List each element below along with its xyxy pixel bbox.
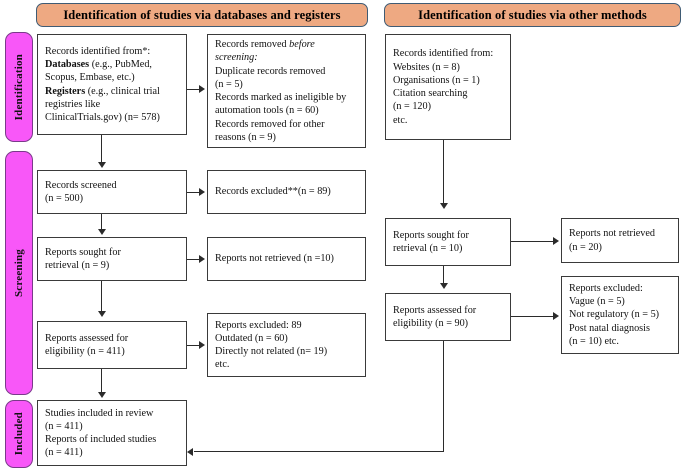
- box-reports-not-retrieved-right: Reports not retrieved(n = 20): [561, 218, 679, 263]
- box-records-excluded: Records excluded**(n = 89): [207, 170, 366, 214]
- arrowhead-identified-to-screened: [98, 162, 106, 168]
- connector-screened-to-excluded: [187, 192, 200, 194]
- box-reports-excluded-right-text: Reports excluded:Vague (n = 5)Not regula…: [569, 282, 660, 347]
- arrowhead-other-to-sought-right: [440, 203, 448, 209]
- box-reports-not-retrieved-right-text: Reports not retrieved(n = 20): [569, 228, 656, 253]
- arrowhead-sought-to-not-retrieved: [199, 255, 205, 263]
- arrowhead-screened-to-excluded: [199, 188, 205, 196]
- arrowhead-sought-right-to-not-retrieved: [553, 237, 559, 245]
- box-records-identified: Records identified from*:Databases (e.g.…: [37, 34, 187, 135]
- phase-label-identification: Identification: [13, 53, 25, 121]
- box-reports-not-retrieved-left: Reports not retrieved (n =10): [207, 237, 366, 281]
- connector-identified-to-screened: [101, 135, 103, 164]
- phase-label-included: Included: [13, 412, 25, 456]
- arrowhead-sought-to-assessed: [98, 311, 106, 317]
- connector-other-to-sought-right: [443, 140, 445, 205]
- banner-other-methods: Identification of studies via other meth…: [384, 3, 681, 27]
- arrowhead-assessed-to-excluded: [199, 341, 205, 349]
- banner-databases-registers: Identification of studies via databases …: [36, 3, 368, 27]
- box-studies-included-text: Studies included in review(n = 411)Repor…: [45, 407, 157, 459]
- box-records-identified-other-text: Records identified from:Websites (n = 8)…: [393, 48, 494, 126]
- connector-assessed-right-to-included-vertical: [443, 341, 445, 452]
- connector-sought-to-assessed: [101, 281, 103, 313]
- arrowhead-identified-to-removed: [199, 85, 205, 93]
- connector-sought-right-to-assessed-right: [443, 266, 445, 285]
- connector-assessed-to-excluded: [187, 345, 200, 347]
- connector-identified-to-removed: [187, 89, 200, 91]
- connector-assessed-right-to-included-horizontal: [194, 451, 444, 453]
- connector-sought-right-to-not-retrieved: [511, 241, 554, 243]
- box-reports-not-retrieved-left-text: Reports not retrieved (n =10): [215, 253, 334, 265]
- box-records-screened: Records screened(n = 500): [37, 170, 187, 214]
- connector-sought-to-not-retrieved: [187, 259, 200, 261]
- box-records-screened-text: Records screened(n = 500): [45, 179, 117, 204]
- banner-label-databases-registers: Identification of studies via databases …: [63, 7, 341, 22]
- box-records-identified-text: Records identified from*:Databases (e.g.…: [45, 45, 160, 123]
- phase-tab-included: Included: [5, 400, 33, 468]
- arrowhead-assessed-to-included: [98, 392, 106, 398]
- box-reports-excluded-right: Reports excluded:Vague (n = 5)Not regula…: [561, 276, 679, 354]
- arrowhead-screened-to-sought: [98, 229, 106, 235]
- phase-label-screening: Screening: [13, 248, 25, 298]
- arrowhead-assessed-right-to-included: [187, 448, 193, 456]
- connector-screened-to-sought: [101, 214, 103, 231]
- connector-assessed-to-included: [101, 369, 103, 394]
- arrowhead-assessed-right-to-excluded-right: [553, 312, 559, 320]
- arrowhead-sought-right-to-assessed-right: [440, 283, 448, 289]
- box-records-identified-other: Records identified from:Websites (n = 8)…: [385, 34, 511, 140]
- banner-label-other-methods: Identification of studies via other meth…: [418, 7, 647, 22]
- phase-tab-identification: Identification: [5, 32, 33, 142]
- connector-assessed-right-to-excluded-right: [511, 316, 554, 318]
- phase-tab-screening: Screening: [5, 151, 33, 395]
- box-records-excluded-text: Records excluded**(n = 89): [215, 186, 331, 198]
- box-studies-included: Studies included in review(n = 411)Repor…: [37, 400, 187, 466]
